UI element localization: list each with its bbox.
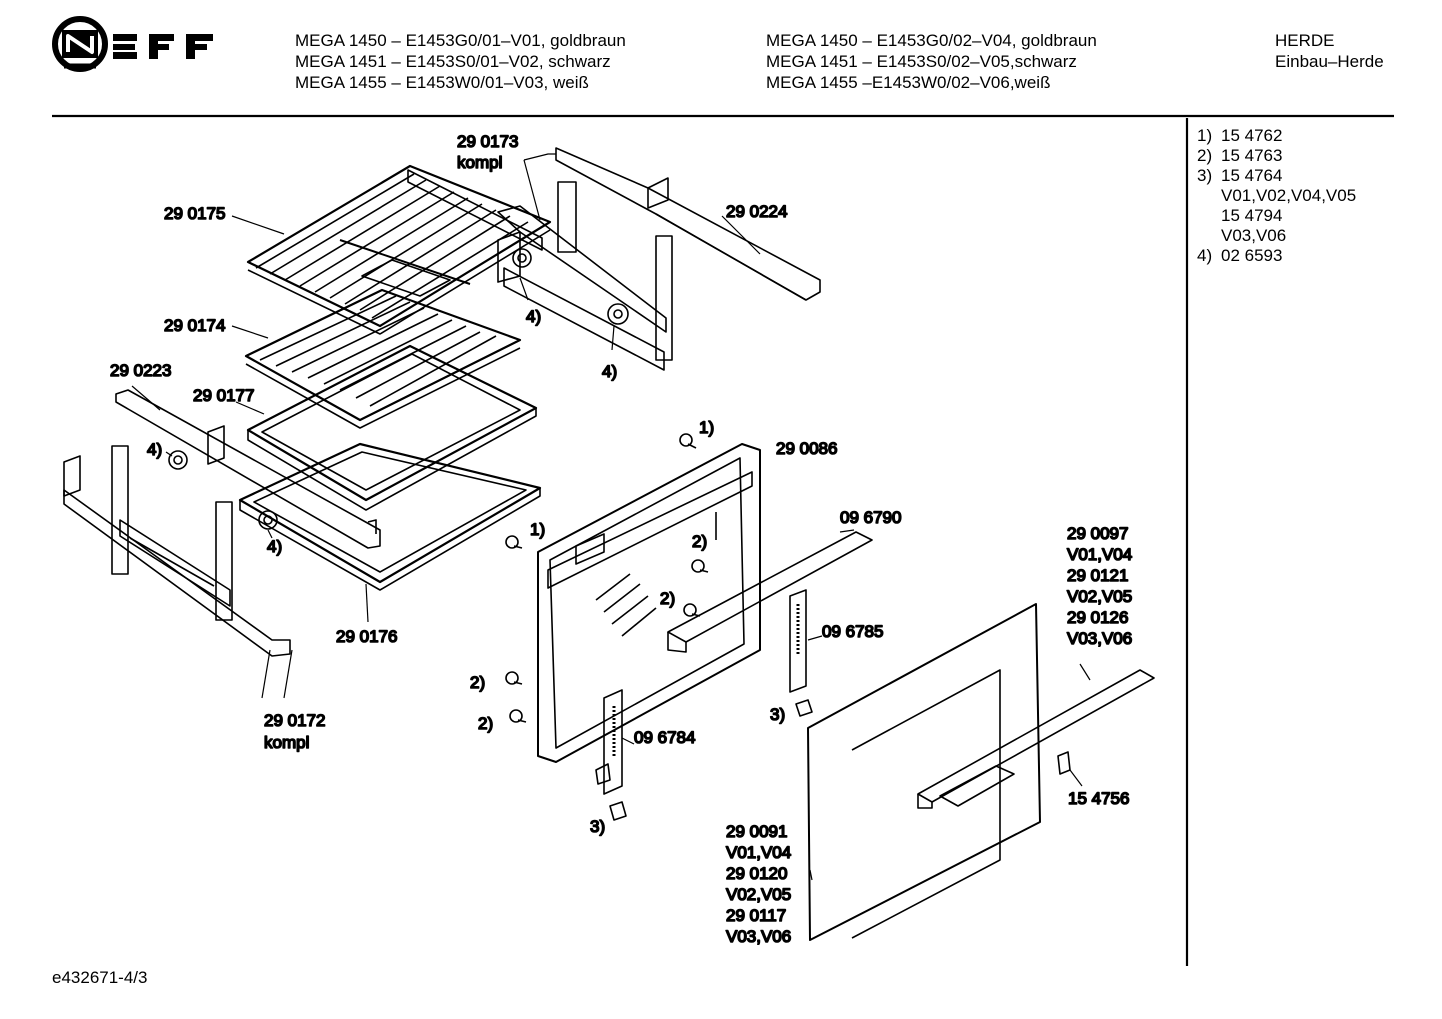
callout-2: 2) <box>660 589 675 608</box>
side-frame-right <box>407 169 673 371</box>
door-inner-frame <box>537 443 761 763</box>
part-label: 29 0086 <box>776 439 837 458</box>
part-label: 29 0175 <box>164 204 225 223</box>
door-handle <box>917 669 1155 809</box>
callout-2: 2) <box>470 673 485 692</box>
part-label: 29 0172 <box>264 711 325 730</box>
hinge-right <box>789 589 813 717</box>
category-subtitle: Einbau–Herde <box>1275 52 1384 71</box>
legend-row: 1)15 4762 <box>1197 126 1283 145</box>
telescopic-rail-left <box>115 389 381 549</box>
callout-1: 1) <box>530 520 545 539</box>
wire-rack-top <box>246 164 552 335</box>
model-list-2: MEGA 1450 – E1453G0/02–V04, goldbraun ME… <box>766 30 1097 93</box>
callout-3: 3) <box>590 817 605 836</box>
part-label: 09 6784 <box>634 728 695 747</box>
callout-4: 4) <box>267 537 282 556</box>
wire-rack-bottom <box>244 259 522 429</box>
legend-row: V01,V02,V04,V05 <box>1221 186 1357 205</box>
document-code: e432671-4/3 <box>52 968 148 987</box>
baking-tray <box>246 344 538 511</box>
category-block: HERDE Einbau–Herde <box>1275 30 1384 72</box>
outer-door-glass <box>807 603 1041 941</box>
category-title: HERDE <box>1275 31 1335 50</box>
parts-legend: 1)15 4762 2)15 4763 3)15 4764 V01,V02,V0… <box>1197 126 1356 266</box>
part-label: 29 0126 <box>1067 608 1128 627</box>
model-line: MEGA 1450 – E1453G0/02–V04, goldbraun <box>766 31 1097 50</box>
model-line: MEGA 1455 – E1453W0/01–V03, weiß <box>295 73 589 92</box>
model-line: MEGA 1451 – E1453S0/01–V02, schwarz <box>295 52 611 71</box>
callout-1: 1) <box>699 418 714 437</box>
part-label: 15 4756 <box>1068 789 1129 808</box>
part-label: V01,V04 <box>726 843 791 862</box>
model-line: MEGA 1455 –E1453W0/02–V06,weiß <box>766 73 1051 92</box>
part-label: V02,V05 <box>1067 587 1132 606</box>
part-label: V01,V04 <box>1067 545 1132 564</box>
legend-row: 2)15 4763 <box>1197 146 1283 165</box>
part-label: 29 0224 <box>726 202 787 221</box>
callout-3: 3) <box>770 705 785 724</box>
part-label: 29 0223 <box>110 361 171 380</box>
callout-2: 2) <box>478 714 493 733</box>
part-label: 29 0176 <box>336 627 397 646</box>
part-label: V03,V06 <box>1067 629 1132 648</box>
leader-lines <box>131 153 1091 881</box>
model-line: MEGA 1450 – E1453G0/01–V01, goldbraun <box>295 31 626 50</box>
part-label: kompl <box>264 733 309 752</box>
legend-row: 3)15 4764 <box>1197 166 1283 185</box>
legend-row: V03,V06 <box>1221 226 1287 245</box>
part-label: 29 0091 <box>726 822 787 841</box>
screw <box>505 671 523 685</box>
door-handle-rail <box>667 531 873 653</box>
side-frame-left <box>63 445 291 657</box>
part-label: 29 0120 <box>726 864 787 883</box>
part-label: 29 0121 <box>1067 566 1128 585</box>
part-label: 29 0174 <box>164 316 225 335</box>
part-label: 29 0097 <box>1067 524 1128 543</box>
screw <box>679 433 697 449</box>
callout-4: 4) <box>602 362 617 381</box>
screw <box>505 535 523 549</box>
callout-4: 4) <box>526 307 541 326</box>
part-label: V03,V06 <box>726 927 791 946</box>
callout-2: 2) <box>692 532 707 551</box>
model-line: MEGA 1451 – E1453S0/02–V05,schwarz <box>766 52 1077 71</box>
deep-tray <box>238 442 542 591</box>
part-label: 29 0177 <box>193 386 254 405</box>
part-label: V02,V05 <box>726 885 791 904</box>
legend-row: 15 4794 <box>1221 206 1283 225</box>
callout-4: 4) <box>147 440 162 459</box>
part-label: kompl <box>457 153 502 172</box>
screw <box>683 603 701 617</box>
part-label: 09 6785 <box>822 622 883 641</box>
model-list-1: MEGA 1450 – E1453G0/01–V01, goldbraun ME… <box>295 30 626 93</box>
telescopic-rail-right <box>555 147 821 301</box>
part-label: 09 6790 <box>840 508 901 527</box>
screw <box>509 709 527 723</box>
legend-row: 4)02 6593 <box>1197 246 1283 265</box>
neff-logo <box>52 16 213 72</box>
screw <box>691 559 709 573</box>
part-label: 29 0117 <box>726 906 786 925</box>
part-label: 29 0173 <box>457 132 518 151</box>
hinge-left <box>595 689 627 821</box>
